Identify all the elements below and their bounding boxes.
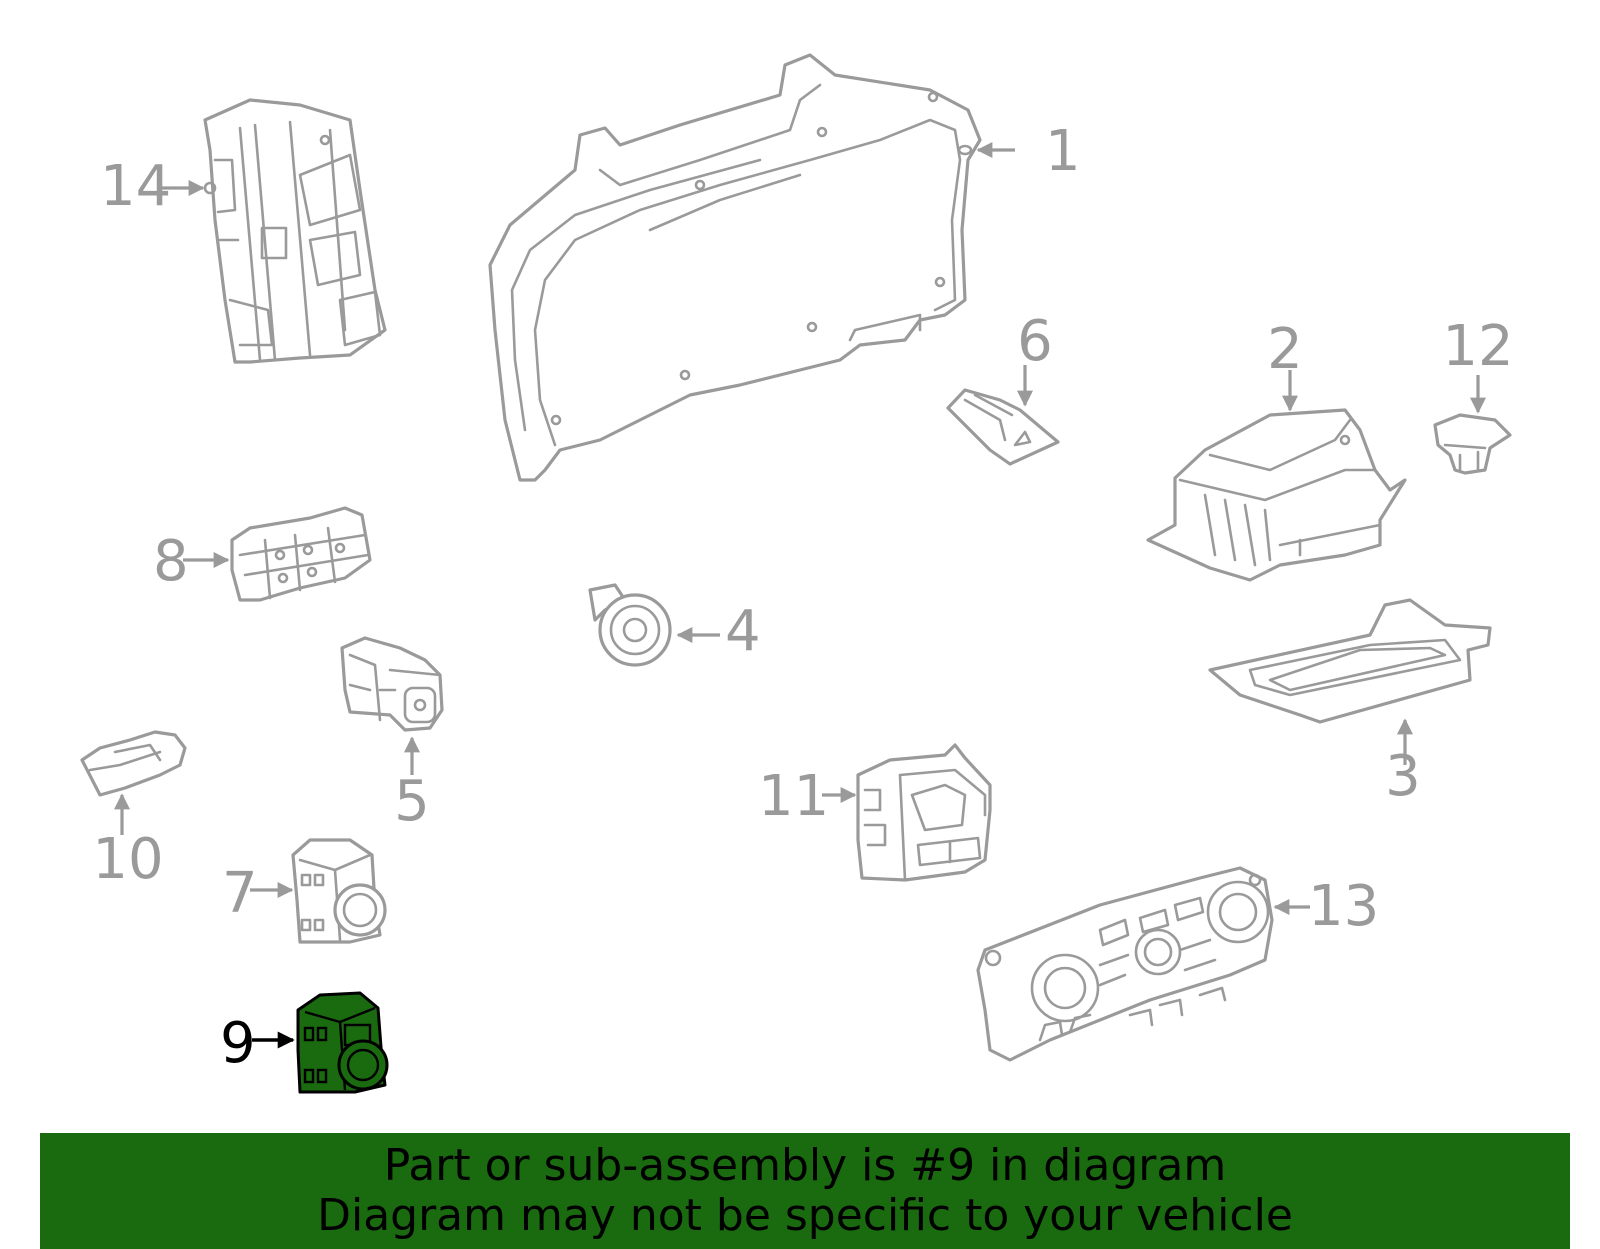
part-4-round-switch[interactable] xyxy=(588,583,720,667)
callout-3: 3 xyxy=(1385,744,1421,809)
part-6-switch[interactable] xyxy=(946,365,1060,466)
part-5-button-switch[interactable] xyxy=(340,636,444,775)
callout-7: 7 xyxy=(222,861,258,926)
part-11-steering-switch[interactable] xyxy=(822,743,992,882)
part-13-climate-panel[interactable] xyxy=(976,866,1310,1062)
callout-11: 11 xyxy=(758,764,829,829)
part-1-instrument-cluster[interactable] xyxy=(488,53,1015,482)
callout-2: 2 xyxy=(1267,317,1303,382)
callout-4: 4 xyxy=(725,599,761,664)
callout-12: 12 xyxy=(1442,314,1513,379)
part-7-knob-switch[interactable] xyxy=(250,838,387,944)
callout-14: 14 xyxy=(100,154,171,219)
part-9-knob-switch-highlighted[interactable] xyxy=(252,991,389,1094)
part-14-module[interactable] xyxy=(157,98,387,364)
banner-line-1: Part or sub-assembly is #9 in diagram xyxy=(383,1140,1227,1191)
part-2-housing[interactable] xyxy=(1146,370,1407,582)
callout-5: 5 xyxy=(394,769,430,834)
callout-1: 1 xyxy=(1045,119,1081,184)
info-banner: Part or sub-assembly is #9 in diagram Di… xyxy=(40,1133,1570,1249)
callout-10: 10 xyxy=(92,827,163,892)
part-3-bracket[interactable] xyxy=(1208,598,1492,765)
banner-line-2: Diagram may not be specific to your vehi… xyxy=(317,1190,1293,1241)
callout-6: 6 xyxy=(1017,309,1053,374)
callout-8: 8 xyxy=(153,529,189,594)
callout-9: 9 xyxy=(220,1011,256,1076)
part-12-cap[interactable] xyxy=(1433,375,1512,475)
part-10-connector[interactable] xyxy=(80,730,187,835)
part-8-switch-bank[interactable] xyxy=(183,506,372,602)
callout-13: 13 xyxy=(1308,874,1379,939)
